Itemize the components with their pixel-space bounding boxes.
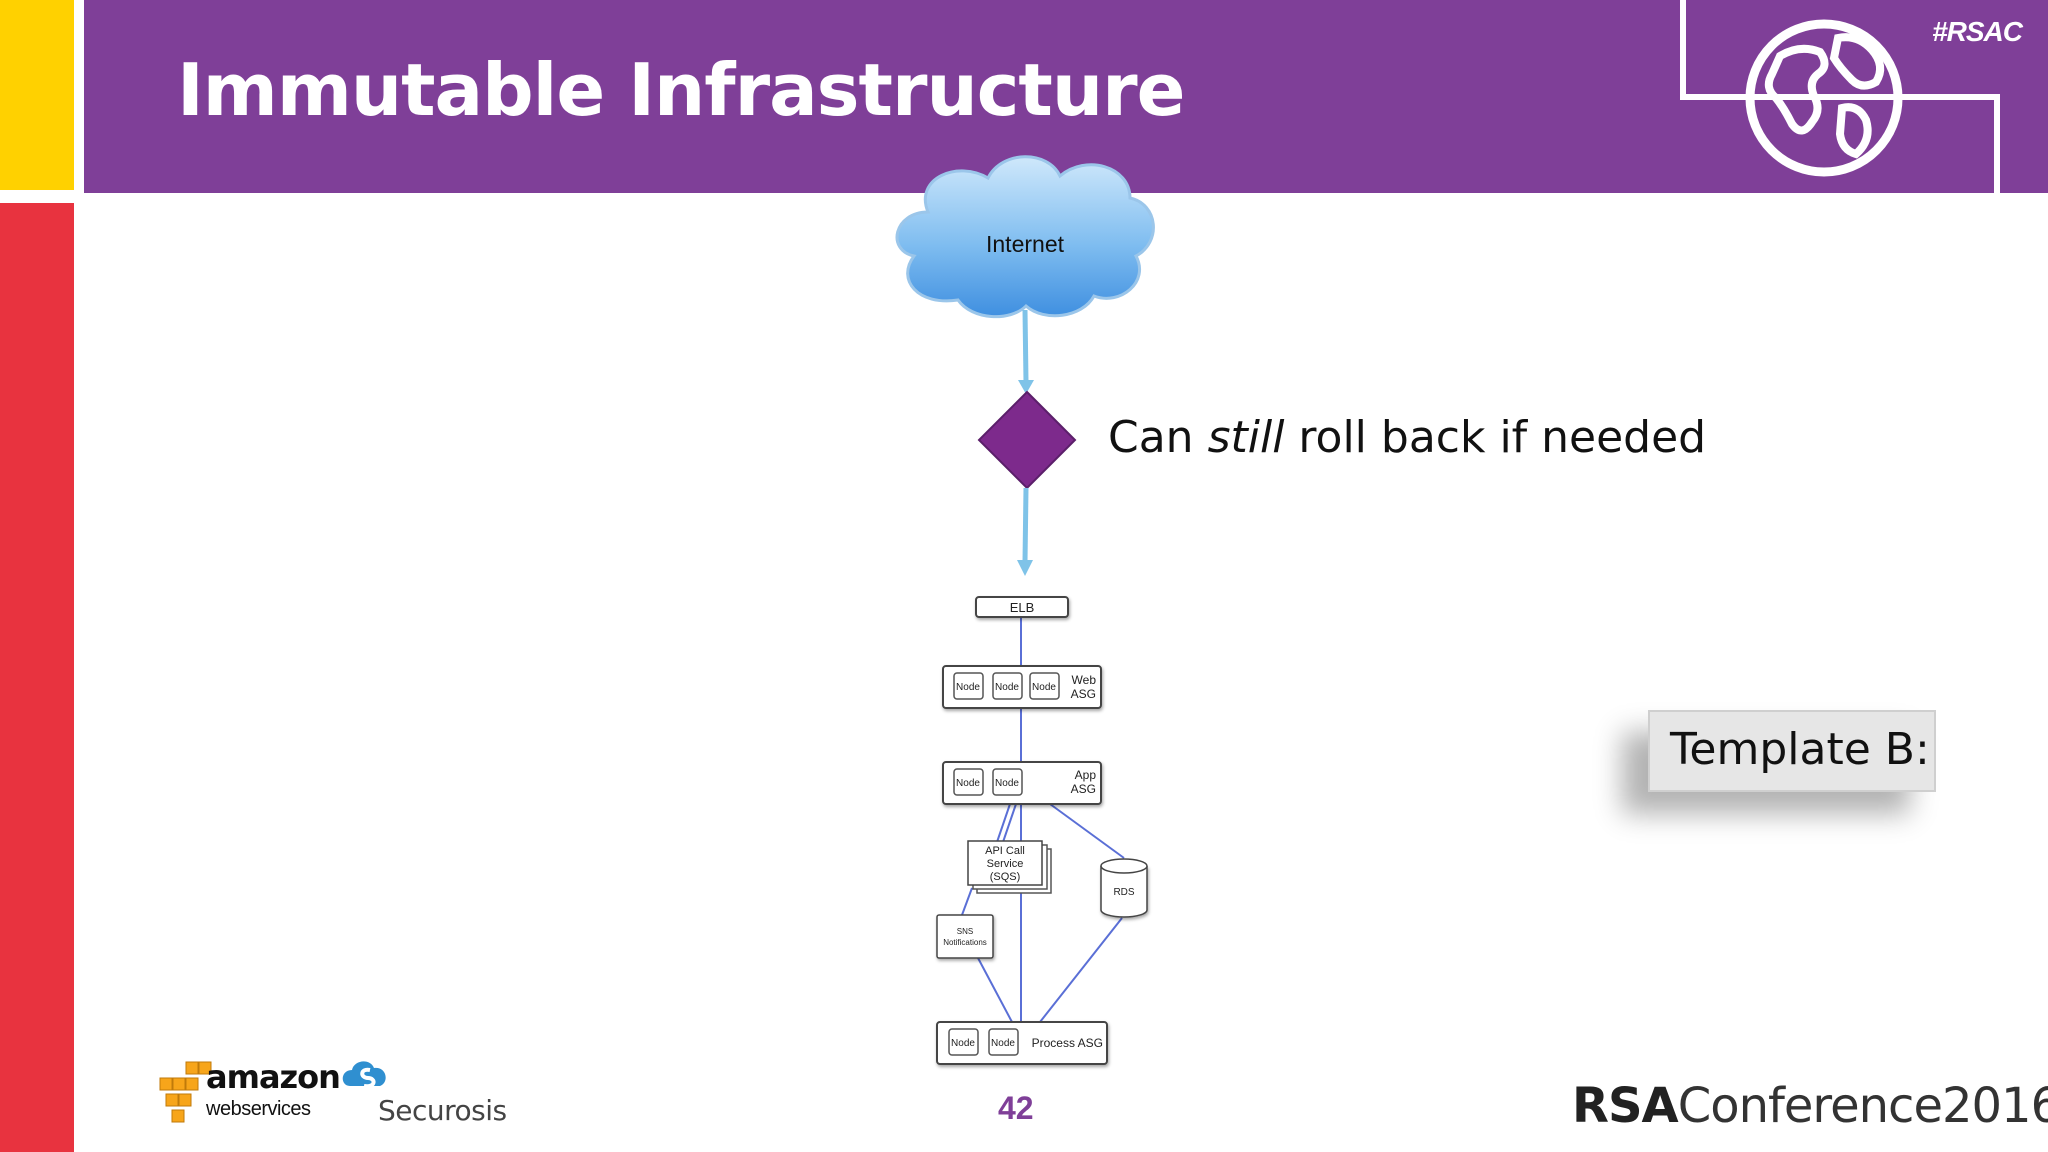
slide-title: Immutable Infrastructure xyxy=(177,48,1185,132)
process-node-1 xyxy=(948,1028,979,1056)
elb-box xyxy=(975,596,1069,618)
template-b-label: Template B: xyxy=(1648,710,1936,792)
page-number: 42 xyxy=(998,1090,1034,1126)
securosis-s-icon xyxy=(342,1061,386,1089)
internet-label: Internet xyxy=(986,231,1065,257)
rsa-conference-logo: RSAConference2016 xyxy=(1572,1078,2048,1134)
securosis-text: Securosis xyxy=(378,1094,507,1127)
web-node-1 xyxy=(953,672,984,700)
web-node-1-label: Node xyxy=(956,682,980,693)
rsa-logo-bold: RSA xyxy=(1572,1078,1679,1134)
rollback-callout: Can still roll back if needed xyxy=(1108,412,1706,463)
sqs-label-1: API Call xyxy=(985,845,1025,857)
callout-suffix: roll back if needed xyxy=(1284,412,1707,463)
app-node-2 xyxy=(992,768,1023,796)
rsac-hashtag: #RSAC xyxy=(1932,16,2023,47)
aws-logo: amazon webservices xyxy=(156,1058,341,1124)
app-node-1-label: Node xyxy=(956,778,980,789)
web-node-3-label: Node xyxy=(1032,682,1056,693)
aws-cubes-icon xyxy=(159,1061,212,1123)
callout-emphasis: still xyxy=(1207,412,1285,463)
rds-database xyxy=(1100,858,1148,918)
process-node-2-label: Node xyxy=(991,1038,1015,1049)
web-node-2-label: Node xyxy=(995,682,1019,693)
process-asg-label: Process ASG xyxy=(1032,1036,1103,1050)
rsa-logo-rest: Conference2016 xyxy=(1677,1078,2048,1134)
web-node-2 xyxy=(992,672,1023,700)
process-node-1-label: Node xyxy=(951,1038,975,1049)
sqs-service-box xyxy=(967,840,1052,894)
app-node-2-label: Node xyxy=(995,778,1019,789)
process-asg-box xyxy=(936,1021,1108,1065)
elb-label: ELB xyxy=(1010,600,1035,615)
sns-label-1: SNS xyxy=(957,927,973,936)
app-node-1 xyxy=(953,768,984,796)
sqs-label-3: (SQS) xyxy=(990,871,1021,883)
internet-cloud xyxy=(895,155,1155,319)
app-asg-label-2: ASG xyxy=(1071,782,1096,796)
arrow-diamond-to-elb xyxy=(1017,487,1033,576)
aws-logo-top: amazon xyxy=(206,1058,341,1096)
web-asg-label-1: Web xyxy=(1072,673,1097,687)
decision-diamond xyxy=(977,390,1077,490)
sns-box xyxy=(936,914,994,959)
aws-logo-bottom: webservices xyxy=(206,1098,311,1120)
globe-icon xyxy=(1680,0,2000,193)
accent-bar-yellow xyxy=(0,0,74,190)
sns-label-2: Notifications xyxy=(943,938,987,947)
process-node-2 xyxy=(988,1028,1019,1056)
callout-prefix: Can xyxy=(1108,412,1208,463)
rds-label: RDS xyxy=(1113,887,1134,898)
arrow-cloud-to-diamond xyxy=(1018,309,1034,394)
web-asg-label-2: ASG xyxy=(1071,687,1096,701)
sqs-label-2: Service xyxy=(987,858,1024,870)
securosis-logo: Securosis xyxy=(340,1056,510,1127)
app-asg-label-1: App xyxy=(1075,768,1097,782)
web-node-3 xyxy=(1029,672,1060,700)
accent-bar-red xyxy=(0,203,74,1152)
